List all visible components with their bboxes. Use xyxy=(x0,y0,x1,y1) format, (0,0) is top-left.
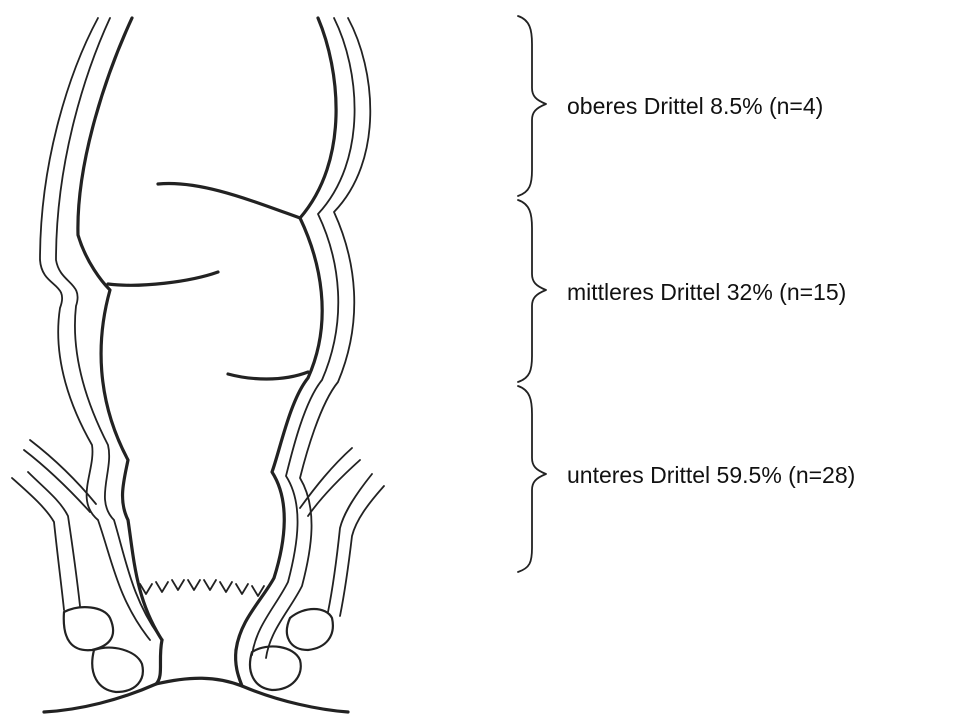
middle-transverse-fold xyxy=(106,270,220,287)
middle-third-brace xyxy=(517,199,547,383)
lower-third-label: unteres Drittel 59.5% (n=28) xyxy=(567,462,856,488)
left-sphincter-lower xyxy=(91,646,144,694)
upper-third-label: oberes Drittel 8.5% (n=4) xyxy=(567,93,824,119)
left-wall-middle-line xyxy=(55,17,163,641)
right-wall-middle-line xyxy=(251,17,356,656)
right-sphincter-upper xyxy=(285,607,334,652)
anal-columns xyxy=(139,579,265,597)
lower-transverse-fold xyxy=(226,370,310,381)
right-wall-inner-line xyxy=(234,16,338,652)
anal-outlet-left xyxy=(154,638,164,686)
anal-outlet-right xyxy=(234,648,244,688)
section-brackets xyxy=(517,15,547,573)
right-pelvic-muscle-upper xyxy=(299,447,353,509)
right-pelvic-muscle-upper-inner xyxy=(307,459,361,517)
left-pelvic-muscle-upper xyxy=(23,449,91,513)
right-pelvic-muscle-lower xyxy=(327,473,373,613)
middle-third-label: mittleres Drittel 32% (n=15) xyxy=(567,279,847,305)
left-wall-outer-line xyxy=(39,17,151,641)
upper-transverse-fold xyxy=(156,181,302,220)
right-sphincter-lower xyxy=(248,645,302,692)
lower-third-brace xyxy=(517,385,547,573)
right-wall-outer-line xyxy=(265,17,372,659)
left-wall-inner-line xyxy=(76,16,164,642)
rectum-drawing xyxy=(11,16,385,714)
skin-surface-line xyxy=(42,676,350,714)
right-pelvic-muscle-lower-inner xyxy=(339,485,385,617)
upper-third-brace xyxy=(517,15,547,197)
left-pelvic-muscle-upper-inner xyxy=(29,439,97,505)
left-sphincter-upper xyxy=(62,606,115,652)
left-pelvic-muscle-lower-inner xyxy=(27,471,81,607)
left-pelvic-muscle-lower xyxy=(11,477,65,611)
